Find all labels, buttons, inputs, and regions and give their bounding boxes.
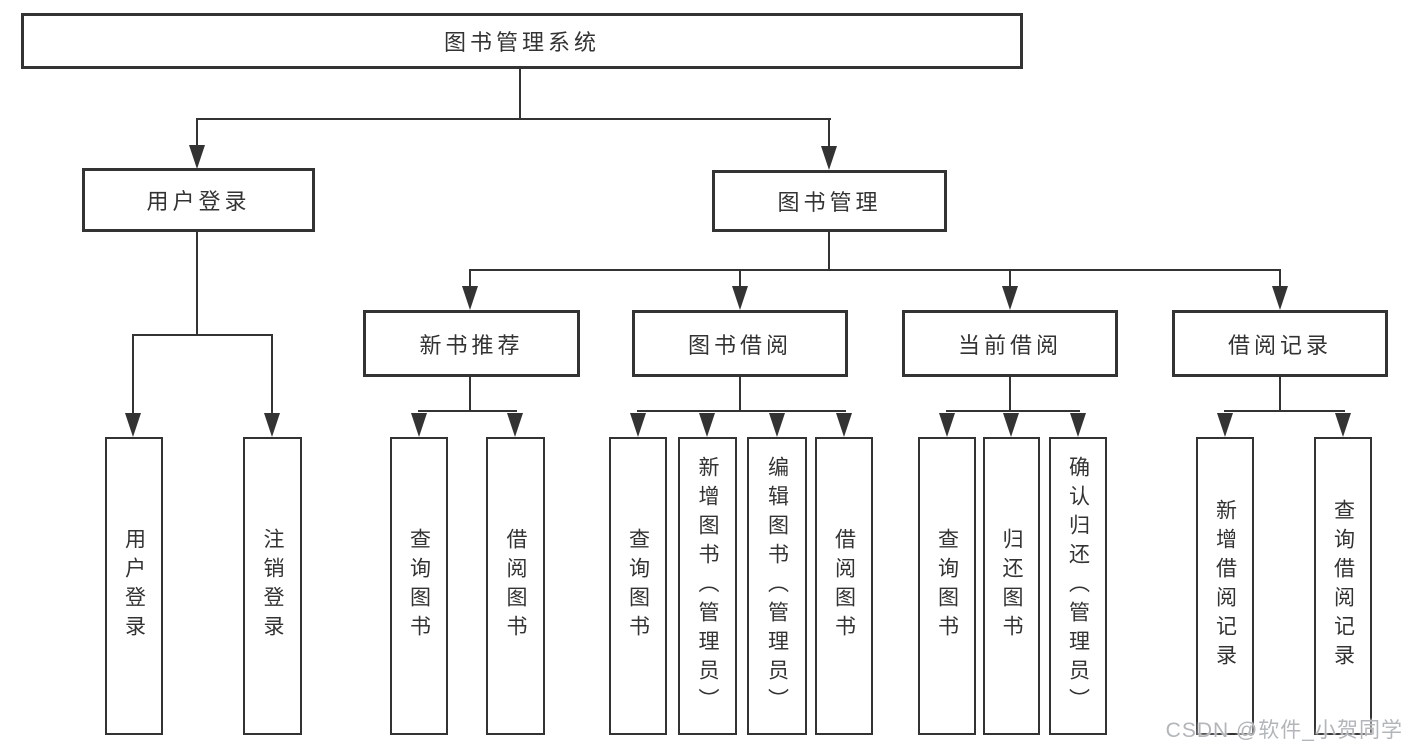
leaf-label: 确认归还（管理员） [1066, 455, 1090, 717]
leaf-edit-book-admin: 编辑图书（管理员） [747, 437, 807, 735]
leaf-label: 新增借阅记录 [1213, 499, 1237, 673]
node-library-management-system: 图书管理系统 [21, 13, 1023, 69]
leaf-confirm-return-admin: 确认归还（管理员） [1049, 437, 1107, 735]
connector-drop [739, 269, 741, 291]
leaf-query-books: 查询图书 [918, 437, 976, 735]
connector-bus-current-borrow [946, 410, 1080, 412]
leaf-label: 编辑图书（管理员） [765, 455, 789, 717]
arrowhead-down-icon [732, 286, 748, 310]
leaf-label: 用户登录 [122, 528, 146, 644]
arrowhead-down-icon [189, 145, 205, 169]
connector-stem [1279, 377, 1281, 411]
connector-drop [132, 334, 134, 416]
connector-drop [1009, 269, 1011, 291]
leaf-query-books: 查询图书 [390, 437, 448, 735]
connector-stem [1009, 377, 1011, 411]
arrowhead-down-icon [630, 413, 646, 437]
leaf-borrow-books: 借阅图书 [486, 437, 545, 735]
node-label: 图书借阅 [687, 332, 792, 358]
leaf-label: 借阅图书 [504, 528, 527, 644]
connector-drop [469, 269, 471, 291]
node-label: 图书管理 [777, 190, 882, 215]
arrowhead-down-icon [836, 413, 852, 437]
leaf-query-books: 查询图书 [609, 437, 667, 735]
node-new-book-recommend: 新书推荐 [363, 310, 580, 377]
leaf-query-borrow-record: 查询借阅记录 [1314, 437, 1372, 735]
node-label: 图书管理系统 [443, 30, 600, 55]
node-label: 当前借阅 [957, 332, 1062, 358]
arrowhead-down-icon [1217, 413, 1233, 437]
arrowhead-down-icon [507, 413, 523, 437]
node-current-borrow: 当前借阅 [902, 310, 1118, 377]
leaf-borrow-books: 借阅图书 [815, 437, 873, 735]
leaf-label: 新增图书（管理员） [696, 455, 719, 717]
connector-bus-level2 [196, 118, 831, 120]
arrowhead-down-icon [1272, 286, 1288, 310]
node-book-borrow: 图书借阅 [632, 310, 848, 377]
arrowhead-down-icon [699, 413, 715, 437]
node-borrow-records: 借阅记录 [1172, 310, 1388, 377]
csdn-watermark: CSDN @软件_小贺同学 [1165, 719, 1403, 742]
connector-stem [469, 377, 471, 411]
connector-drop-user-login [196, 118, 198, 150]
arrowhead-down-icon [769, 413, 785, 437]
leaf-label: 注销登录 [261, 528, 284, 644]
leaf-label: 归还图书 [1000, 528, 1023, 644]
leaf-label: 查询图书 [935, 528, 959, 644]
arrowhead-down-icon [1335, 413, 1351, 437]
connector-bus-new-book-recommend [418, 410, 517, 412]
node-label: 借阅记录 [1227, 332, 1332, 358]
arrowhead-down-icon [821, 146, 837, 170]
arrowhead-down-icon [125, 413, 141, 437]
arrowhead-down-icon [1002, 286, 1018, 310]
connector-bus-level3 [469, 269, 1281, 271]
connector-root-stem [519, 69, 521, 119]
leaf-logout: 注销登录 [243, 437, 302, 735]
arrowhead-down-icon [411, 413, 427, 437]
connector-drop [271, 334, 273, 416]
connector-bus-user-login [132, 334, 273, 336]
leaf-label: 查询借阅记录 [1331, 499, 1355, 673]
arrowhead-down-icon [1070, 413, 1086, 437]
node-book-management: 图书管理 [712, 170, 947, 232]
connector-book-management-stem [828, 232, 830, 270]
connector-drop [1279, 269, 1281, 291]
connector-stem [739, 377, 741, 411]
arrowhead-down-icon [939, 413, 955, 437]
arrowhead-down-icon [1003, 413, 1019, 437]
leaf-add-book-admin: 新增图书（管理员） [678, 437, 737, 735]
connector-bus-borrow-records [1224, 410, 1345, 412]
node-label: 新书推荐 [419, 332, 524, 358]
connector-bus-book-borrow [637, 410, 846, 412]
arrowhead-down-icon [462, 286, 478, 310]
connector-drop-book-management [828, 118, 830, 150]
leaf-user-login: 用户登录 [105, 437, 163, 735]
connector-user-login-stem [196, 232, 198, 336]
leaf-add-borrow-record: 新增借阅记录 [1196, 437, 1254, 735]
node-label: 用户登录 [146, 189, 251, 214]
leaf-label: 查询图书 [626, 528, 650, 644]
leaf-label: 查询图书 [407, 528, 431, 644]
node-user-login: 用户登录 [82, 168, 315, 232]
arrowhead-down-icon [264, 413, 280, 437]
leaf-label: 借阅图书 [832, 528, 856, 644]
leaf-return-book: 归还图书 [983, 437, 1040, 735]
